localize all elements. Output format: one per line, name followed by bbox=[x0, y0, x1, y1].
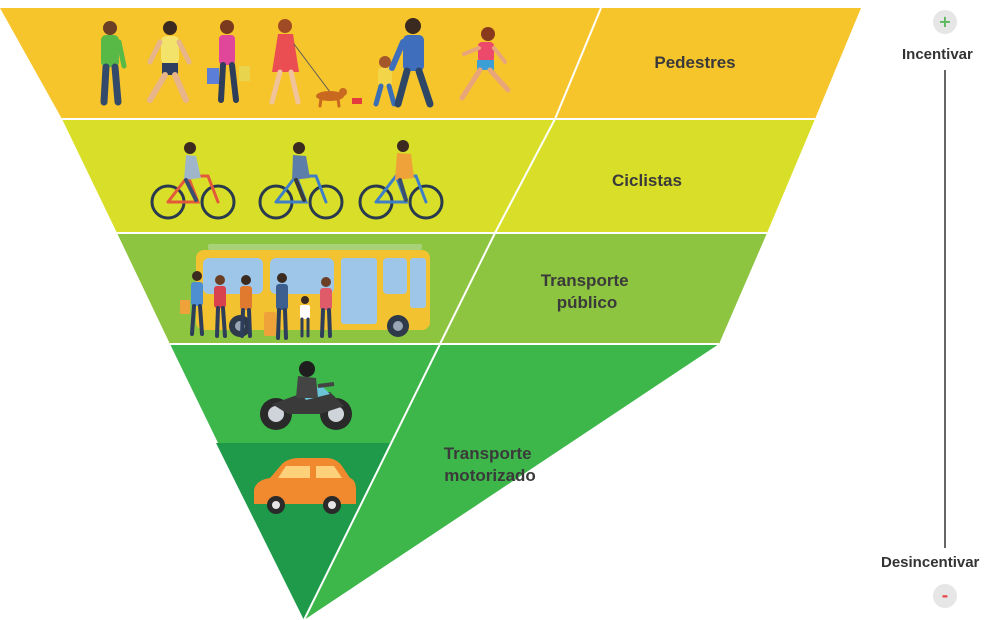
label-transporte-motorizado: Transporte motorizado bbox=[444, 444, 537, 485]
car-icon bbox=[254, 458, 356, 514]
plus-icon: + bbox=[933, 10, 957, 34]
scale-top-label: Incentivar bbox=[902, 46, 973, 63]
motorcycle-icon bbox=[260, 361, 352, 430]
label-pedestres: Pedestres bbox=[654, 53, 735, 72]
scale-bottom-label: Desincentivar bbox=[881, 554, 980, 571]
bicycles-icon bbox=[150, 140, 444, 220]
label-transporte-publico: Transporte público bbox=[541, 271, 634, 312]
level-ciclistas-band bbox=[62, 119, 815, 233]
label-ciclistas: Ciclistas bbox=[612, 171, 682, 190]
bus-with-passengers-icon bbox=[180, 244, 430, 340]
pedestrians-icon bbox=[100, 18, 511, 108]
level-pedestres-band bbox=[0, 8, 861, 119]
minus-icon: - bbox=[933, 584, 957, 608]
band-dividers bbox=[62, 7, 815, 620]
